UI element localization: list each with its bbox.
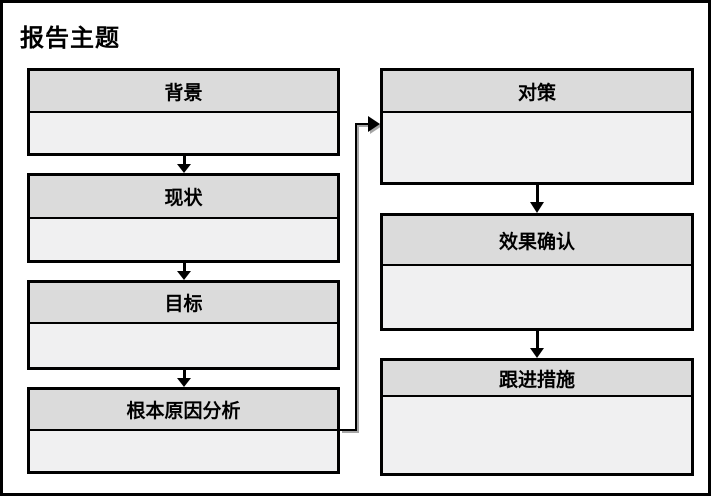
flow-box-current-status-header: 现状	[30, 176, 337, 219]
flow-box-follow-up-measures-body	[383, 397, 691, 473]
flow-box-root-cause-analysis-header: 根本原因分析	[30, 390, 337, 431]
flow-box-effect-confirmation-body	[383, 266, 691, 328]
down-arrow-countermeasures-to-effect	[530, 185, 544, 213]
arrow-stem	[182, 370, 186, 378]
arrow-stem	[535, 185, 539, 202]
down-arrow-goal-to-root-cause	[177, 370, 191, 387]
flow-box-countermeasures: 对策	[380, 68, 694, 185]
flow-box-background-body	[30, 113, 337, 153]
arrow-head-right-icon	[368, 116, 380, 132]
arrow-stem	[182, 156, 186, 164]
flow-box-countermeasures-body	[383, 113, 691, 182]
flow-box-current-status: 现状	[27, 173, 340, 263]
flow-box-follow-up-measures-header: 跟进措施	[383, 361, 691, 397]
connector-segment-bottom	[340, 429, 357, 431]
arrow-stem	[182, 263, 186, 271]
connector-segment-top	[355, 123, 369, 125]
flow-box-root-cause-analysis: 根本原因分析	[27, 387, 340, 474]
flow-box-goal-body	[30, 324, 337, 367]
flow-box-goal: 目标	[27, 280, 340, 370]
page-title: 报告主题	[20, 25, 120, 52]
flow-box-effect-confirmation: 效果确认	[380, 213, 694, 331]
down-arrow-current-to-goal	[177, 263, 191, 280]
arrow-head-down-icon	[177, 378, 191, 387]
arrow-stem	[535, 331, 539, 348]
arrow-head-down-icon	[530, 202, 544, 213]
down-arrow-background-to-current	[177, 156, 191, 173]
flow-box-background-header: 背景	[30, 71, 337, 113]
flow-box-background: 背景	[27, 68, 340, 156]
arrow-head-down-icon	[530, 348, 544, 358]
flow-box-effect-confirmation-header: 效果确认	[383, 216, 691, 266]
flow-box-current-status-body	[30, 219, 337, 260]
flow-box-follow-up-measures: 跟进措施	[380, 358, 694, 476]
down-arrow-effect-to-followup	[530, 331, 544, 358]
flow-box-countermeasures-header: 对策	[383, 71, 691, 113]
flow-box-goal-header: 目标	[30, 283, 337, 324]
connector-segment-vertical	[355, 123, 357, 431]
flow-box-root-cause-analysis-body	[30, 431, 337, 471]
arrow-head-down-icon	[177, 164, 191, 173]
arrow-head-down-icon	[177, 271, 191, 280]
